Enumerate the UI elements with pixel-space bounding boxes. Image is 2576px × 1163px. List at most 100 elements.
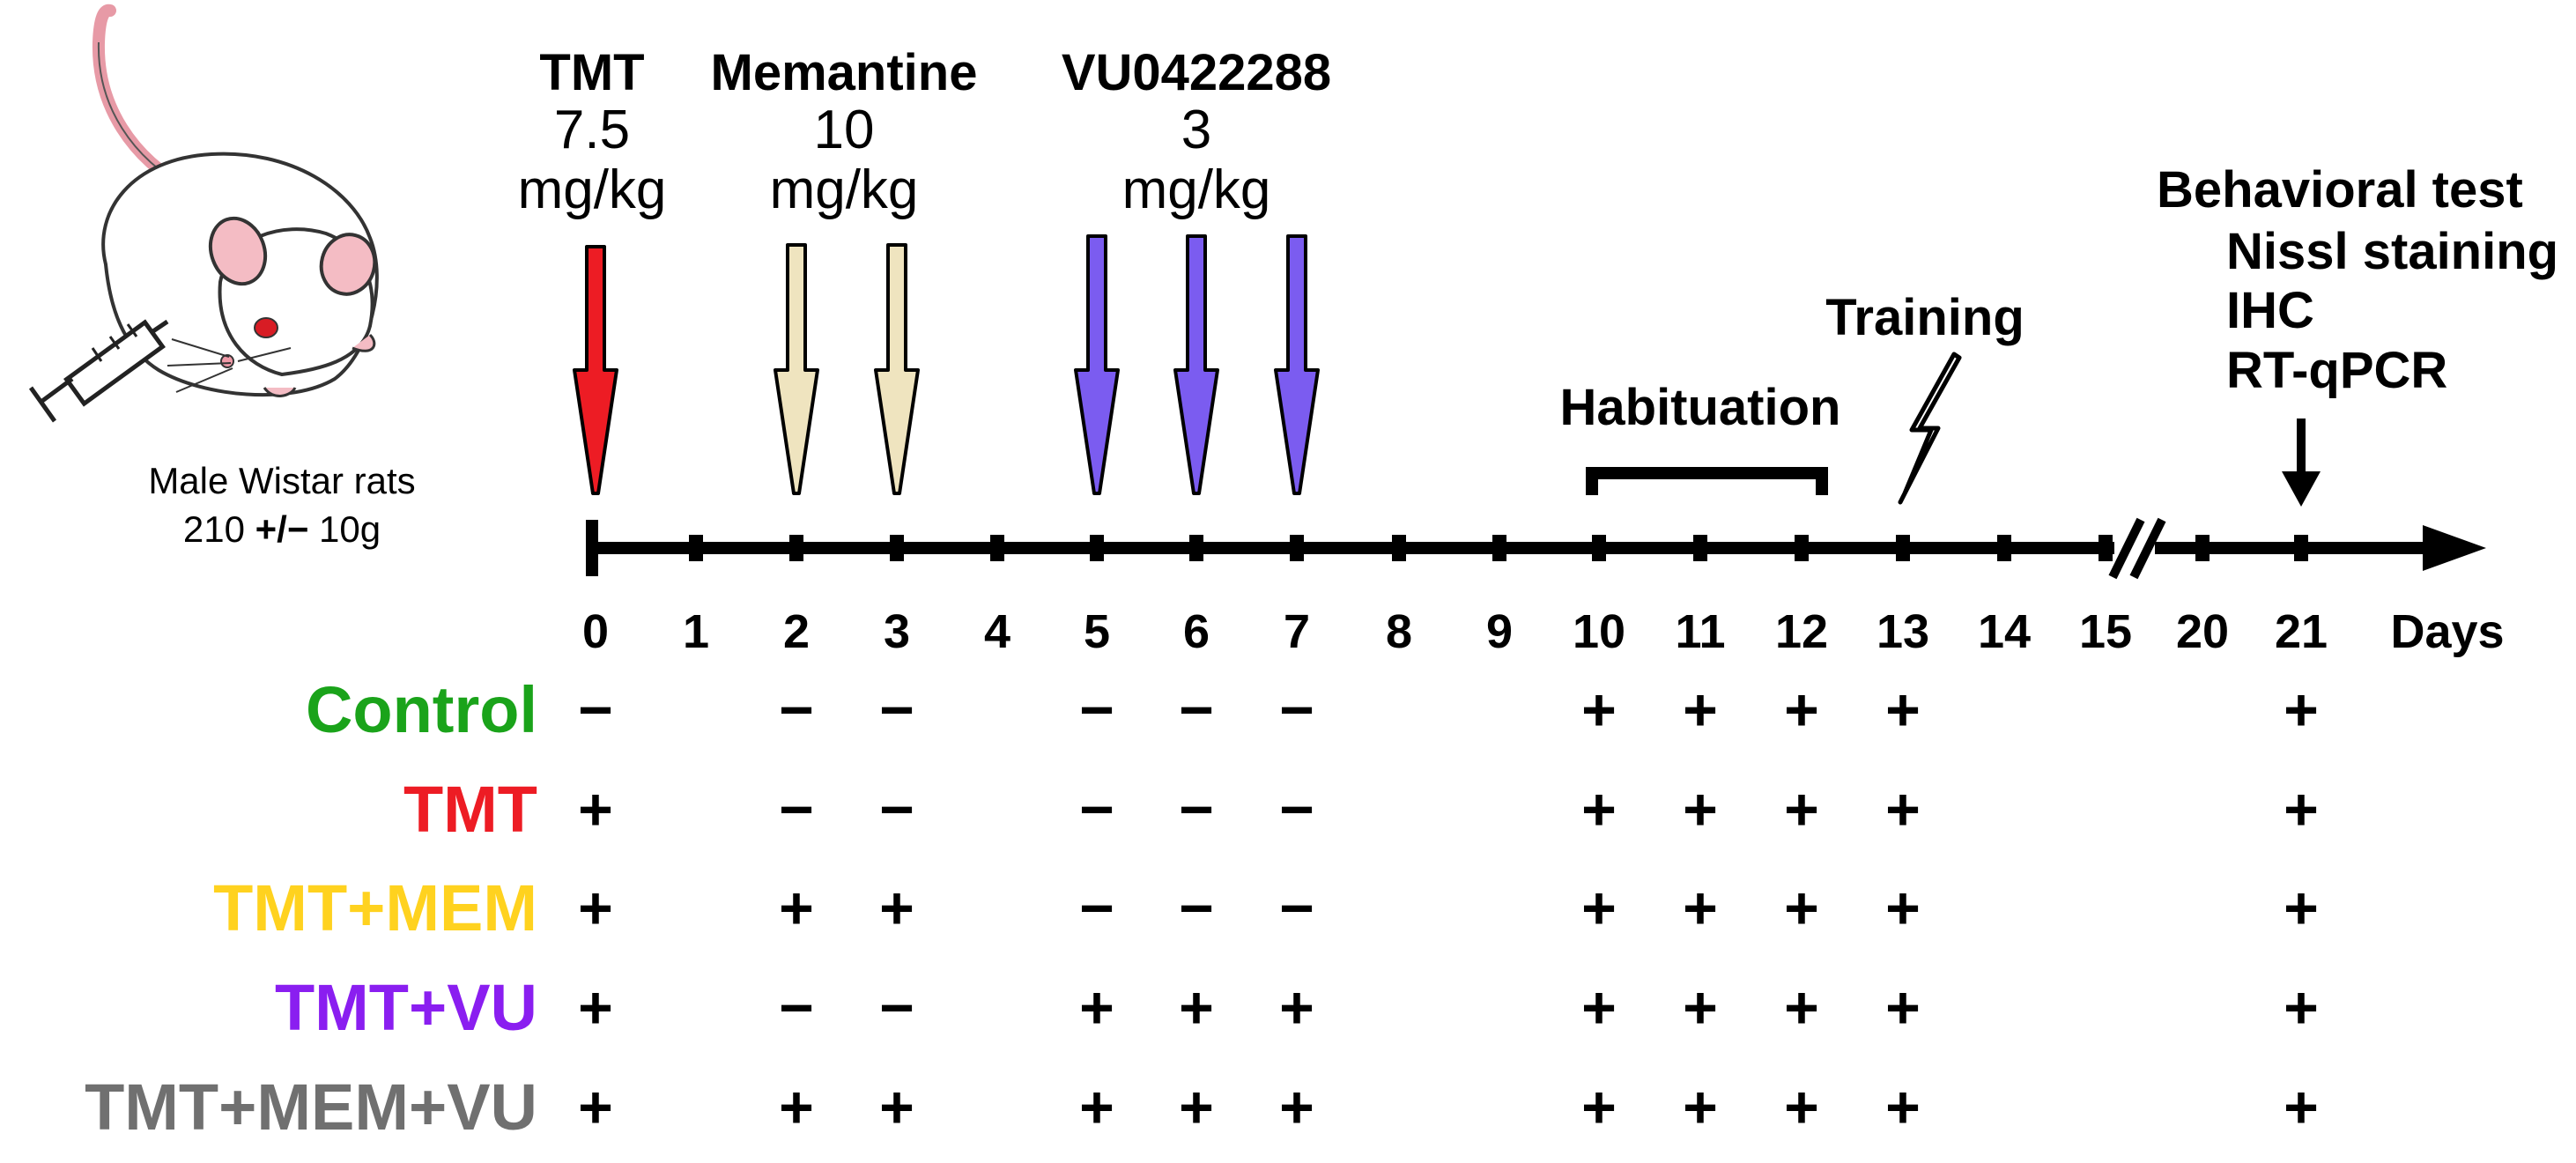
lightning-icon bbox=[1898, 352, 1962, 505]
plus-mark-day-3: + bbox=[879, 1074, 914, 1141]
day-label-7: 7 bbox=[1284, 605, 1310, 658]
drug-dose: 7.5 bbox=[554, 100, 630, 160]
minus-mark-day-6: − bbox=[1179, 875, 1214, 942]
down-arrow-icon bbox=[2282, 419, 2321, 507]
minus-mark-day-6: − bbox=[1179, 776, 1214, 843]
tick-day-11 bbox=[1693, 535, 1707, 561]
tick-day-3 bbox=[890, 535, 904, 561]
day-label-21: 21 bbox=[2275, 605, 2328, 658]
minus-mark-day-6: − bbox=[1179, 677, 1214, 744]
plus-mark-day-12: + bbox=[1784, 1074, 1819, 1141]
plus-mark-day-11: + bbox=[1683, 1074, 1718, 1141]
plus-mark-day-13: + bbox=[1885, 776, 1921, 843]
drug-name: Memantine bbox=[711, 44, 978, 101]
plus-mark-day-10: + bbox=[1581, 1074, 1617, 1141]
tick-day-7 bbox=[1290, 535, 1304, 561]
tick-day-2 bbox=[789, 535, 803, 561]
plus-mark-day-6: + bbox=[1179, 1074, 1214, 1141]
minus-mark-day-0: − bbox=[578, 677, 613, 744]
tick-day-8 bbox=[1392, 535, 1406, 561]
tick-day-10 bbox=[1592, 535, 1606, 561]
subject-plus-minus: +/− bbox=[255, 508, 309, 550]
treatment-groups-table: Control−−−−−−+++++TMT+−−−−−+++++TMT+MEM+… bbox=[85, 673, 2319, 1144]
tick-day-5 bbox=[1090, 535, 1104, 561]
minus-mark-day-2: − bbox=[779, 776, 814, 843]
injection-arrow-day-0 bbox=[573, 245, 618, 495]
day-label-4: 4 bbox=[984, 605, 1010, 658]
drug-name: TMT bbox=[539, 44, 644, 101]
nissl-staining-label: Nissl staining bbox=[2226, 223, 2558, 280]
training-label: Training bbox=[1825, 289, 2025, 346]
tick-day-9 bbox=[1492, 535, 1506, 561]
minus-mark-day-3: − bbox=[879, 776, 914, 843]
plus-mark-day-11: + bbox=[1683, 677, 1718, 744]
plus-mark-day-12: + bbox=[1784, 776, 1819, 843]
plus-mark-day-7: + bbox=[1279, 974, 1314, 1041]
days-unit-label: Days bbox=[2390, 605, 2504, 658]
injection-arrow-day-6 bbox=[1173, 234, 1219, 495]
plus-mark-day-3: + bbox=[879, 875, 914, 942]
plus-mark-day-0: + bbox=[578, 875, 613, 942]
plus-mark-day-5: + bbox=[1079, 974, 1114, 1041]
plus-mark-day-10: + bbox=[1581, 677, 1617, 744]
day-label-5: 5 bbox=[1084, 605, 1110, 658]
minus-mark-day-7: − bbox=[1279, 776, 1314, 843]
plus-mark-day-13: + bbox=[1885, 974, 1921, 1041]
tick-day-12 bbox=[1795, 535, 1809, 561]
plus-mark-day-0: + bbox=[578, 776, 613, 843]
subject-line-1: Male Wistar rats bbox=[148, 460, 415, 501]
drug-header-memantine: Memantine 10 mg/kg bbox=[711, 44, 978, 220]
plus-mark-day-5: + bbox=[1079, 1074, 1114, 1141]
group-label: Control bbox=[306, 673, 537, 746]
day-label-12: 12 bbox=[1775, 605, 1828, 658]
minus-mark-day-2: − bbox=[779, 677, 814, 744]
drug-header-vu0422288: VU0422288 3 mg/kg bbox=[1062, 44, 1331, 220]
drug-dose: 10 bbox=[814, 100, 875, 160]
minus-mark-day-3: − bbox=[879, 974, 914, 1041]
injection-arrow-day-7 bbox=[1274, 234, 1320, 495]
minus-mark-day-3: − bbox=[879, 677, 914, 744]
group-label: TMT+VU bbox=[275, 971, 537, 1044]
drug-unit: mg/kg bbox=[518, 159, 667, 220]
plus-mark-day-7: + bbox=[1279, 1074, 1314, 1141]
plus-mark-day-12: + bbox=[1784, 677, 1819, 744]
plus-mark-day-11: + bbox=[1683, 974, 1718, 1041]
timeline-ticks bbox=[689, 535, 2308, 561]
injection-arrow-day-5 bbox=[1074, 234, 1120, 495]
day-label-9: 9 bbox=[1486, 605, 1513, 658]
plus-mark-day-12: + bbox=[1784, 875, 1819, 942]
minus-mark-day-5: − bbox=[1079, 776, 1114, 843]
plus-mark-day-0: + bbox=[578, 1074, 613, 1141]
day-label-3: 3 bbox=[884, 605, 910, 658]
day-label-6: 6 bbox=[1183, 605, 1210, 658]
tick-day-6 bbox=[1189, 535, 1203, 561]
axis-break-icon bbox=[2108, 517, 2166, 580]
plus-mark-day-2: + bbox=[779, 1074, 814, 1141]
subject-weight-range: 10g bbox=[319, 508, 381, 550]
group-label: TMT+MEM bbox=[213, 871, 537, 944]
rt-qpcr-label: RT-qPCR bbox=[2226, 342, 2447, 399]
tick-day-21 bbox=[2294, 535, 2308, 561]
injection-arrow-day-2 bbox=[774, 243, 819, 495]
tick-day-13 bbox=[1896, 535, 1910, 561]
day-label-2: 2 bbox=[783, 605, 810, 658]
plus-mark-day-0: + bbox=[578, 974, 613, 1041]
tick-day-1 bbox=[689, 535, 703, 561]
plus-mark-day-2: + bbox=[779, 875, 814, 942]
tick-day-20 bbox=[2195, 535, 2210, 561]
minus-mark-day-5: − bbox=[1079, 677, 1114, 744]
drug-name: VU0422288 bbox=[1062, 44, 1331, 101]
injection-arrow-day-3 bbox=[874, 243, 920, 495]
plus-mark-day-21: + bbox=[2284, 875, 2319, 942]
minus-mark-day-2: − bbox=[779, 974, 814, 1041]
subject-weight: 210 bbox=[183, 508, 245, 550]
plus-mark-day-6: + bbox=[1179, 974, 1214, 1041]
plus-mark-day-10: + bbox=[1581, 776, 1617, 843]
injection-arrows bbox=[573, 234, 1320, 495]
tick-day-4 bbox=[990, 535, 1004, 561]
plus-mark-day-11: + bbox=[1683, 875, 1718, 942]
minus-mark-day-7: − bbox=[1279, 677, 1314, 744]
habituation-bracket bbox=[1586, 467, 1828, 495]
